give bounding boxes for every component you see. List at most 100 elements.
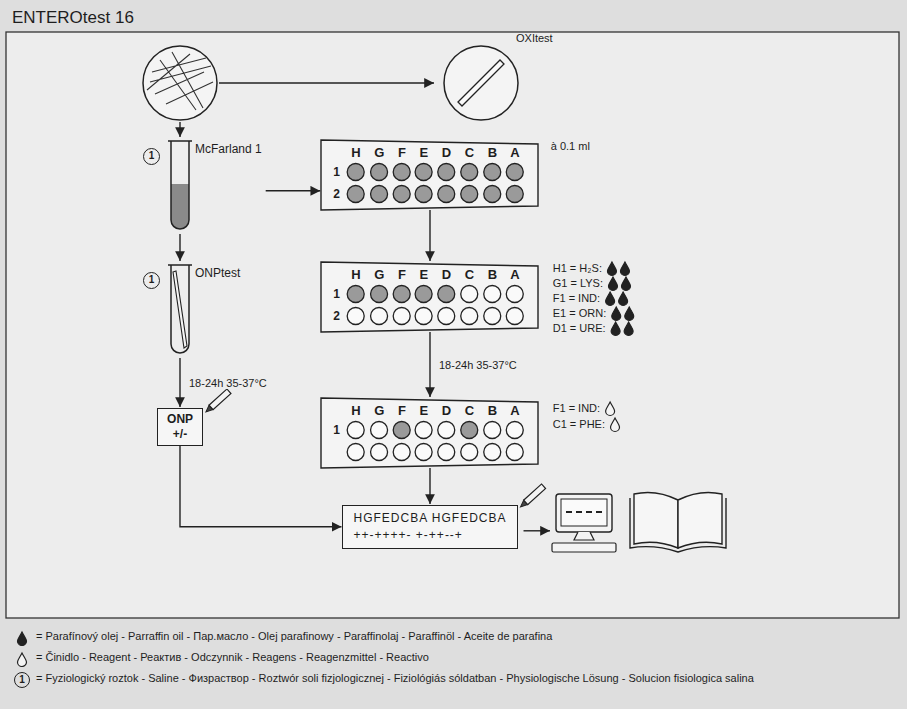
legend-symbol bbox=[14, 649, 30, 667]
test-plate: H G F E D C B A 1 2 bbox=[321, 262, 538, 332]
test-well bbox=[415, 164, 432, 181]
test-well bbox=[438, 164, 455, 181]
test-well bbox=[393, 164, 410, 181]
test-well bbox=[371, 186, 388, 203]
test-well bbox=[415, 308, 432, 325]
book-page bbox=[678, 492, 722, 548]
well-column-letters: H G F E D C B A bbox=[351, 403, 524, 418]
test-well bbox=[393, 286, 410, 303]
row-number: 2 bbox=[333, 308, 340, 324]
test-well bbox=[438, 422, 455, 439]
test-well bbox=[461, 164, 478, 181]
pencil-body bbox=[524, 484, 546, 505]
tube-outline bbox=[168, 265, 192, 353]
flow-arrow bbox=[179, 358, 180, 407]
test-note: C1 = PHE: bbox=[553, 418, 605, 430]
flow-arrow bbox=[179, 122, 180, 137]
book-cover bbox=[630, 498, 726, 552]
reagent-drop bbox=[611, 418, 620, 432]
row-number: 1 bbox=[333, 164, 340, 180]
plate-outline bbox=[321, 140, 538, 210]
oil-drop bbox=[607, 262, 616, 276]
pencil-icon bbox=[204, 389, 231, 414]
test-well bbox=[347, 186, 364, 203]
oil-drop bbox=[620, 262, 629, 276]
test-well bbox=[371, 286, 388, 303]
legend-text: = Fyziologický roztok - Saline - Физраст… bbox=[36, 672, 754, 686]
test-well bbox=[484, 164, 501, 181]
oil-drop bbox=[621, 277, 630, 291]
culture-streaks bbox=[147, 52, 213, 110]
row-number: 1 bbox=[333, 286, 340, 302]
test-well bbox=[347, 286, 364, 303]
test-well bbox=[507, 164, 524, 181]
test-well bbox=[507, 286, 524, 303]
test-well bbox=[484, 444, 501, 461]
test-well bbox=[347, 422, 364, 439]
test-well bbox=[438, 286, 455, 303]
legend: = Parafínový olej - Parraffin oil - Пар.… bbox=[14, 626, 899, 689]
monitor bbox=[556, 494, 612, 532]
legend-text: = Parafínový olej - Parraffin oil - Пар.… bbox=[36, 630, 552, 644]
legend-symbol bbox=[14, 628, 30, 646]
test-well bbox=[484, 186, 501, 203]
test-well bbox=[438, 186, 455, 203]
legend-symbol: 1 bbox=[14, 669, 30, 688]
computer-icon bbox=[552, 494, 616, 552]
row-number: 2 bbox=[333, 186, 340, 202]
test-well bbox=[461, 308, 478, 325]
book-icon bbox=[630, 492, 726, 552]
test-well bbox=[461, 186, 478, 203]
test-well bbox=[438, 444, 455, 461]
flow-arrow bbox=[180, 446, 341, 527]
keyboard bbox=[552, 543, 616, 552]
test-well bbox=[371, 164, 388, 181]
test-well bbox=[507, 444, 524, 461]
incubation-label: 18-24h 35-37°C bbox=[187, 377, 269, 389]
flow-arrow bbox=[524, 530, 550, 531]
callout-number: 1 bbox=[143, 272, 160, 289]
oil-drop bbox=[18, 632, 27, 646]
node-text: HGFEDCBA HGFEDCBA bbox=[353, 510, 506, 527]
test-well bbox=[393, 186, 410, 203]
callout-number: 1 bbox=[14, 672, 30, 688]
test-note: à 0.1 ml bbox=[551, 140, 590, 152]
test-well bbox=[393, 422, 410, 439]
test-well bbox=[507, 186, 524, 203]
oil-drop bbox=[608, 277, 617, 291]
well-column-letters: H G F E D C B A bbox=[351, 267, 524, 282]
row-number: 1 bbox=[333, 422, 340, 438]
legend-row: = Činidlo - Reagent - Реактив - Odczynni… bbox=[14, 647, 899, 668]
test-note: G1 = LYS: bbox=[553, 277, 603, 289]
node-text: ++-++++- +-++--+ bbox=[353, 527, 506, 544]
test-well bbox=[347, 164, 364, 181]
screen-marks bbox=[566, 511, 602, 513]
suspension-tube: 1McFarland 1 bbox=[141, 138, 266, 234]
edge-layer bbox=[180, 191, 430, 527]
tube-outline bbox=[168, 141, 192, 229]
oil-drop bbox=[625, 307, 634, 321]
test-well bbox=[371, 444, 388, 461]
oil-drop bbox=[619, 292, 628, 306]
oxitest-disc: OXItest bbox=[436, 38, 526, 128]
test-note: F1 = IND: bbox=[553, 402, 600, 414]
flow-arrow bbox=[429, 332, 430, 397]
test-plate: H G F E D C B A12 bbox=[321, 140, 538, 210]
test-well bbox=[438, 308, 455, 325]
reagent-drop bbox=[18, 653, 27, 667]
petri-dish bbox=[143, 46, 217, 120]
incubation-label: 18-24h 35-37°C bbox=[437, 359, 519, 371]
test-well bbox=[415, 186, 432, 203]
flow-arrow bbox=[179, 234, 180, 261]
plate-outline bbox=[321, 398, 538, 468]
monitor-stand bbox=[574, 532, 594, 540]
test-well bbox=[461, 422, 478, 439]
dish-outline bbox=[444, 46, 518, 120]
oxitest-strip bbox=[458, 60, 504, 106]
legend-row: 1 = Fyziologický roztok - Saline - Физрас… bbox=[14, 668, 899, 689]
test-well bbox=[371, 422, 388, 439]
reagent-drop bbox=[606, 402, 615, 416]
book-page bbox=[634, 492, 678, 548]
node-text: OXItest bbox=[516, 32, 553, 44]
suspension-liquid bbox=[171, 184, 189, 229]
